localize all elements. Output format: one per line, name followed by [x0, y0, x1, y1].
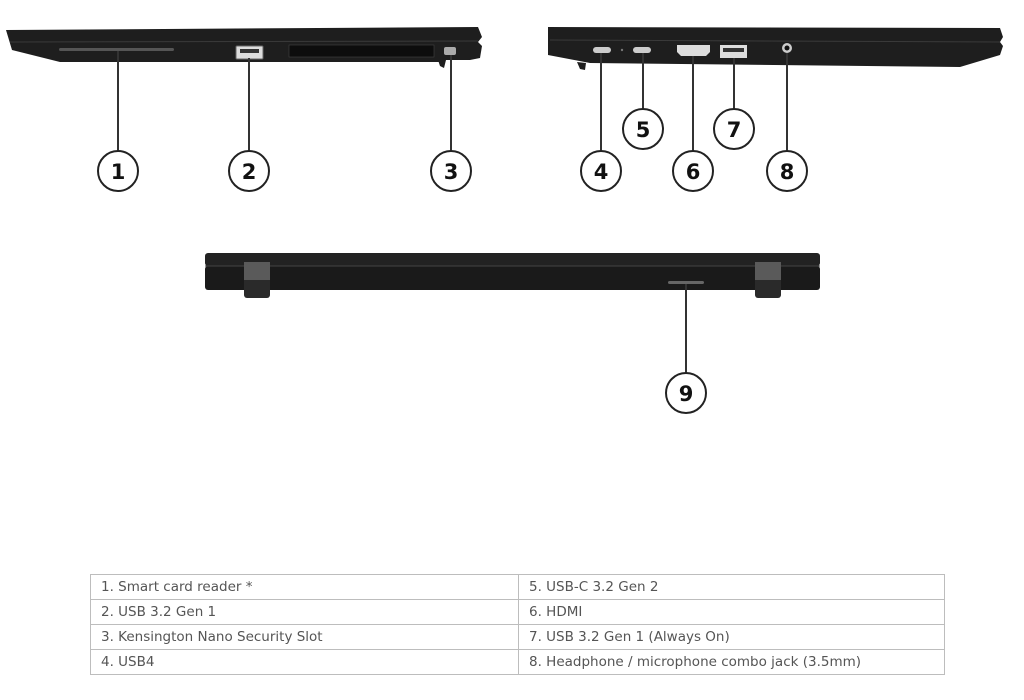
legend-item: 8. Headphone / microphone combo jack (3.…	[518, 649, 945, 675]
callout-label-9: 9	[679, 382, 694, 406]
usb4-port	[593, 47, 611, 53]
table-row: 1. Smart card reader * 5. USB-C 3.2 Gen …	[90, 574, 945, 600]
port-legend-table: 1. Smart card reader * 5. USB-C 3.2 Gen …	[90, 574, 945, 675]
callout-7	[713, 108, 755, 150]
callout-label-7: 7	[727, 118, 742, 142]
callout-label-4: 4	[594, 160, 609, 184]
usb-c-port	[633, 47, 651, 53]
legend-item: 5. USB-C 3.2 Gen 2	[518, 574, 945, 600]
callout-label-2: 2	[242, 160, 257, 184]
callout-9	[665, 372, 707, 414]
callout-label-3: 3	[444, 160, 459, 184]
callout-label-8: 8	[780, 160, 795, 184]
callout-label-6: 6	[686, 160, 701, 184]
legend-item: 3. Kensington Nano Security Slot	[90, 624, 519, 650]
callout-2	[228, 150, 270, 192]
legend-item: 6. HDMI	[518, 599, 945, 625]
legend-item: 2. USB 3.2 Gen 1	[90, 599, 519, 625]
laptop-left-side	[6, 27, 482, 68]
table-row: 3. Kensington Nano Security Slot 7. USB …	[90, 624, 945, 650]
legend-item: 1. Smart card reader *	[90, 574, 519, 600]
leader-lines	[117, 51, 788, 373]
callout-5	[622, 108, 664, 150]
callout-label-5: 5	[636, 118, 651, 142]
rear-port	[668, 281, 704, 284]
callout-6	[672, 150, 714, 192]
vent-grille	[288, 44, 435, 58]
legend-item: 7. USB 3.2 Gen 1 (Always On)	[518, 624, 945, 650]
laptop-rear	[205, 253, 820, 298]
table-row: 4. USB4 8. Headphone / microphone combo …	[90, 649, 945, 675]
callout-1	[97, 150, 139, 192]
callout-label-1: 1	[111, 160, 126, 184]
kensington-slot	[444, 47, 456, 55]
smart-card-slot	[59, 48, 174, 51]
callout-4	[580, 150, 622, 192]
laptop-right-side	[548, 27, 1003, 70]
callout-8	[766, 150, 808, 192]
table-row: 2. USB 3.2 Gen 1 6. HDMI	[90, 599, 945, 625]
hdmi-port	[677, 45, 710, 56]
callout-3	[430, 150, 472, 192]
legend-item: 4. USB4	[90, 649, 519, 675]
